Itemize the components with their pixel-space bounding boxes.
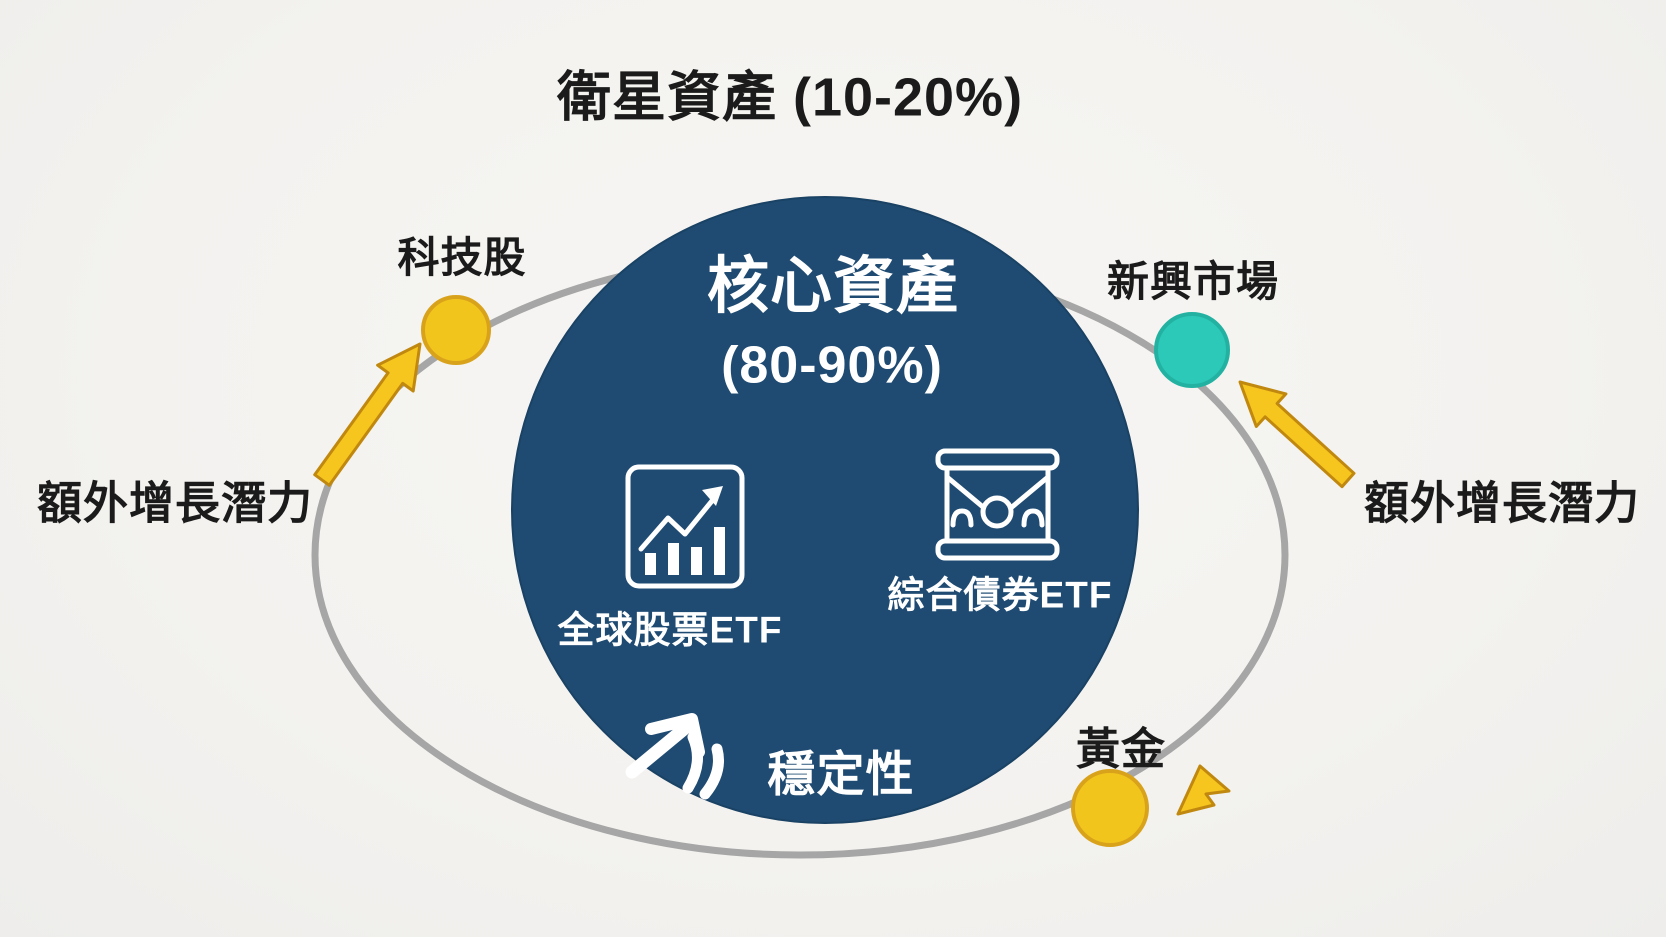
orbit-arrow-icon bbox=[1176, 764, 1231, 816]
growth-arrow-right-icon bbox=[1238, 380, 1356, 489]
gold-label: 黃金 bbox=[1076, 724, 1166, 774]
stability-arrow-icon bbox=[625, 713, 724, 800]
right-growth-label: 額外增長潛力 bbox=[1363, 477, 1641, 529]
growth-arrow-left-icon bbox=[313, 342, 422, 487]
tech-stock-label: 科技股 bbox=[397, 233, 527, 281]
diagram-title: 衛星資產 (10-20%) bbox=[556, 67, 1024, 128]
bond-drum-icon bbox=[935, 448, 1060, 561]
stability-label: 穩定性 bbox=[767, 748, 915, 802]
left-growth-label: 額外增長潛力 bbox=[36, 477, 314, 529]
bond-etf-label: 綜合債券ETF bbox=[887, 574, 1113, 616]
stock-chart-icon bbox=[625, 464, 745, 589]
emerging-markets-dot bbox=[1154, 312, 1230, 388]
gold-dot bbox=[1071, 769, 1149, 847]
core-circle bbox=[511, 196, 1139, 824]
core-title: 核心資產 bbox=[706, 251, 960, 321]
emerging-markets-label: 新興市場 bbox=[1106, 257, 1280, 305]
core-range: (80-90%) bbox=[721, 336, 943, 395]
stock-etf-label: 全球股票ETF bbox=[557, 609, 783, 651]
tech-stock-dot bbox=[421, 295, 491, 365]
